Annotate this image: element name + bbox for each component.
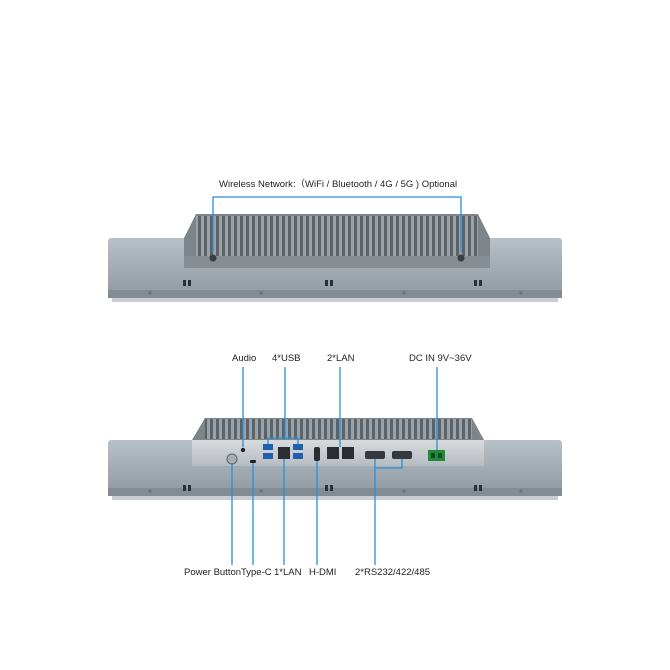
serial-label: 2*RS232/422/485 bbox=[355, 567, 431, 578]
dc-in-connector bbox=[428, 450, 445, 461]
serial-ports bbox=[365, 451, 412, 459]
dc-in-label: DC IN 9V~36V bbox=[409, 353, 472, 364]
type-c-port bbox=[250, 460, 256, 463]
hdmi-label: H-DMI bbox=[309, 567, 337, 578]
wireless-label: Wireless Network:（WiFi / Bluetooth / 4G … bbox=[219, 179, 458, 190]
audio-jack bbox=[240, 447, 246, 453]
bottom-vent-slots bbox=[183, 485, 482, 491]
lan2-label: 2*LAN bbox=[327, 353, 355, 364]
bottom-heatsink bbox=[192, 418, 484, 440]
type-c-label: Type-C bbox=[241, 567, 272, 578]
usb-label: 4*USB bbox=[272, 353, 301, 364]
usb-ports bbox=[263, 444, 303, 459]
top-vent-slots bbox=[183, 280, 482, 286]
bottom-screws bbox=[148, 489, 523, 493]
hdmi-port bbox=[314, 447, 320, 461]
wireless-callout-line bbox=[212, 196, 462, 252]
antenna-hole-left bbox=[209, 254, 217, 262]
io-callout-lines bbox=[231, 367, 438, 565]
lan1-label: 1*LAN bbox=[274, 567, 302, 578]
antenna-hole-right bbox=[457, 254, 465, 262]
power-button-label: Power Button bbox=[184, 567, 242, 578]
power-button bbox=[226, 453, 238, 465]
lan2-ports bbox=[327, 447, 354, 459]
top-screws bbox=[148, 291, 523, 295]
lan1-port bbox=[278, 447, 290, 459]
top-heatsink bbox=[184, 214, 490, 268]
audio-label: Audio bbox=[232, 353, 257, 364]
